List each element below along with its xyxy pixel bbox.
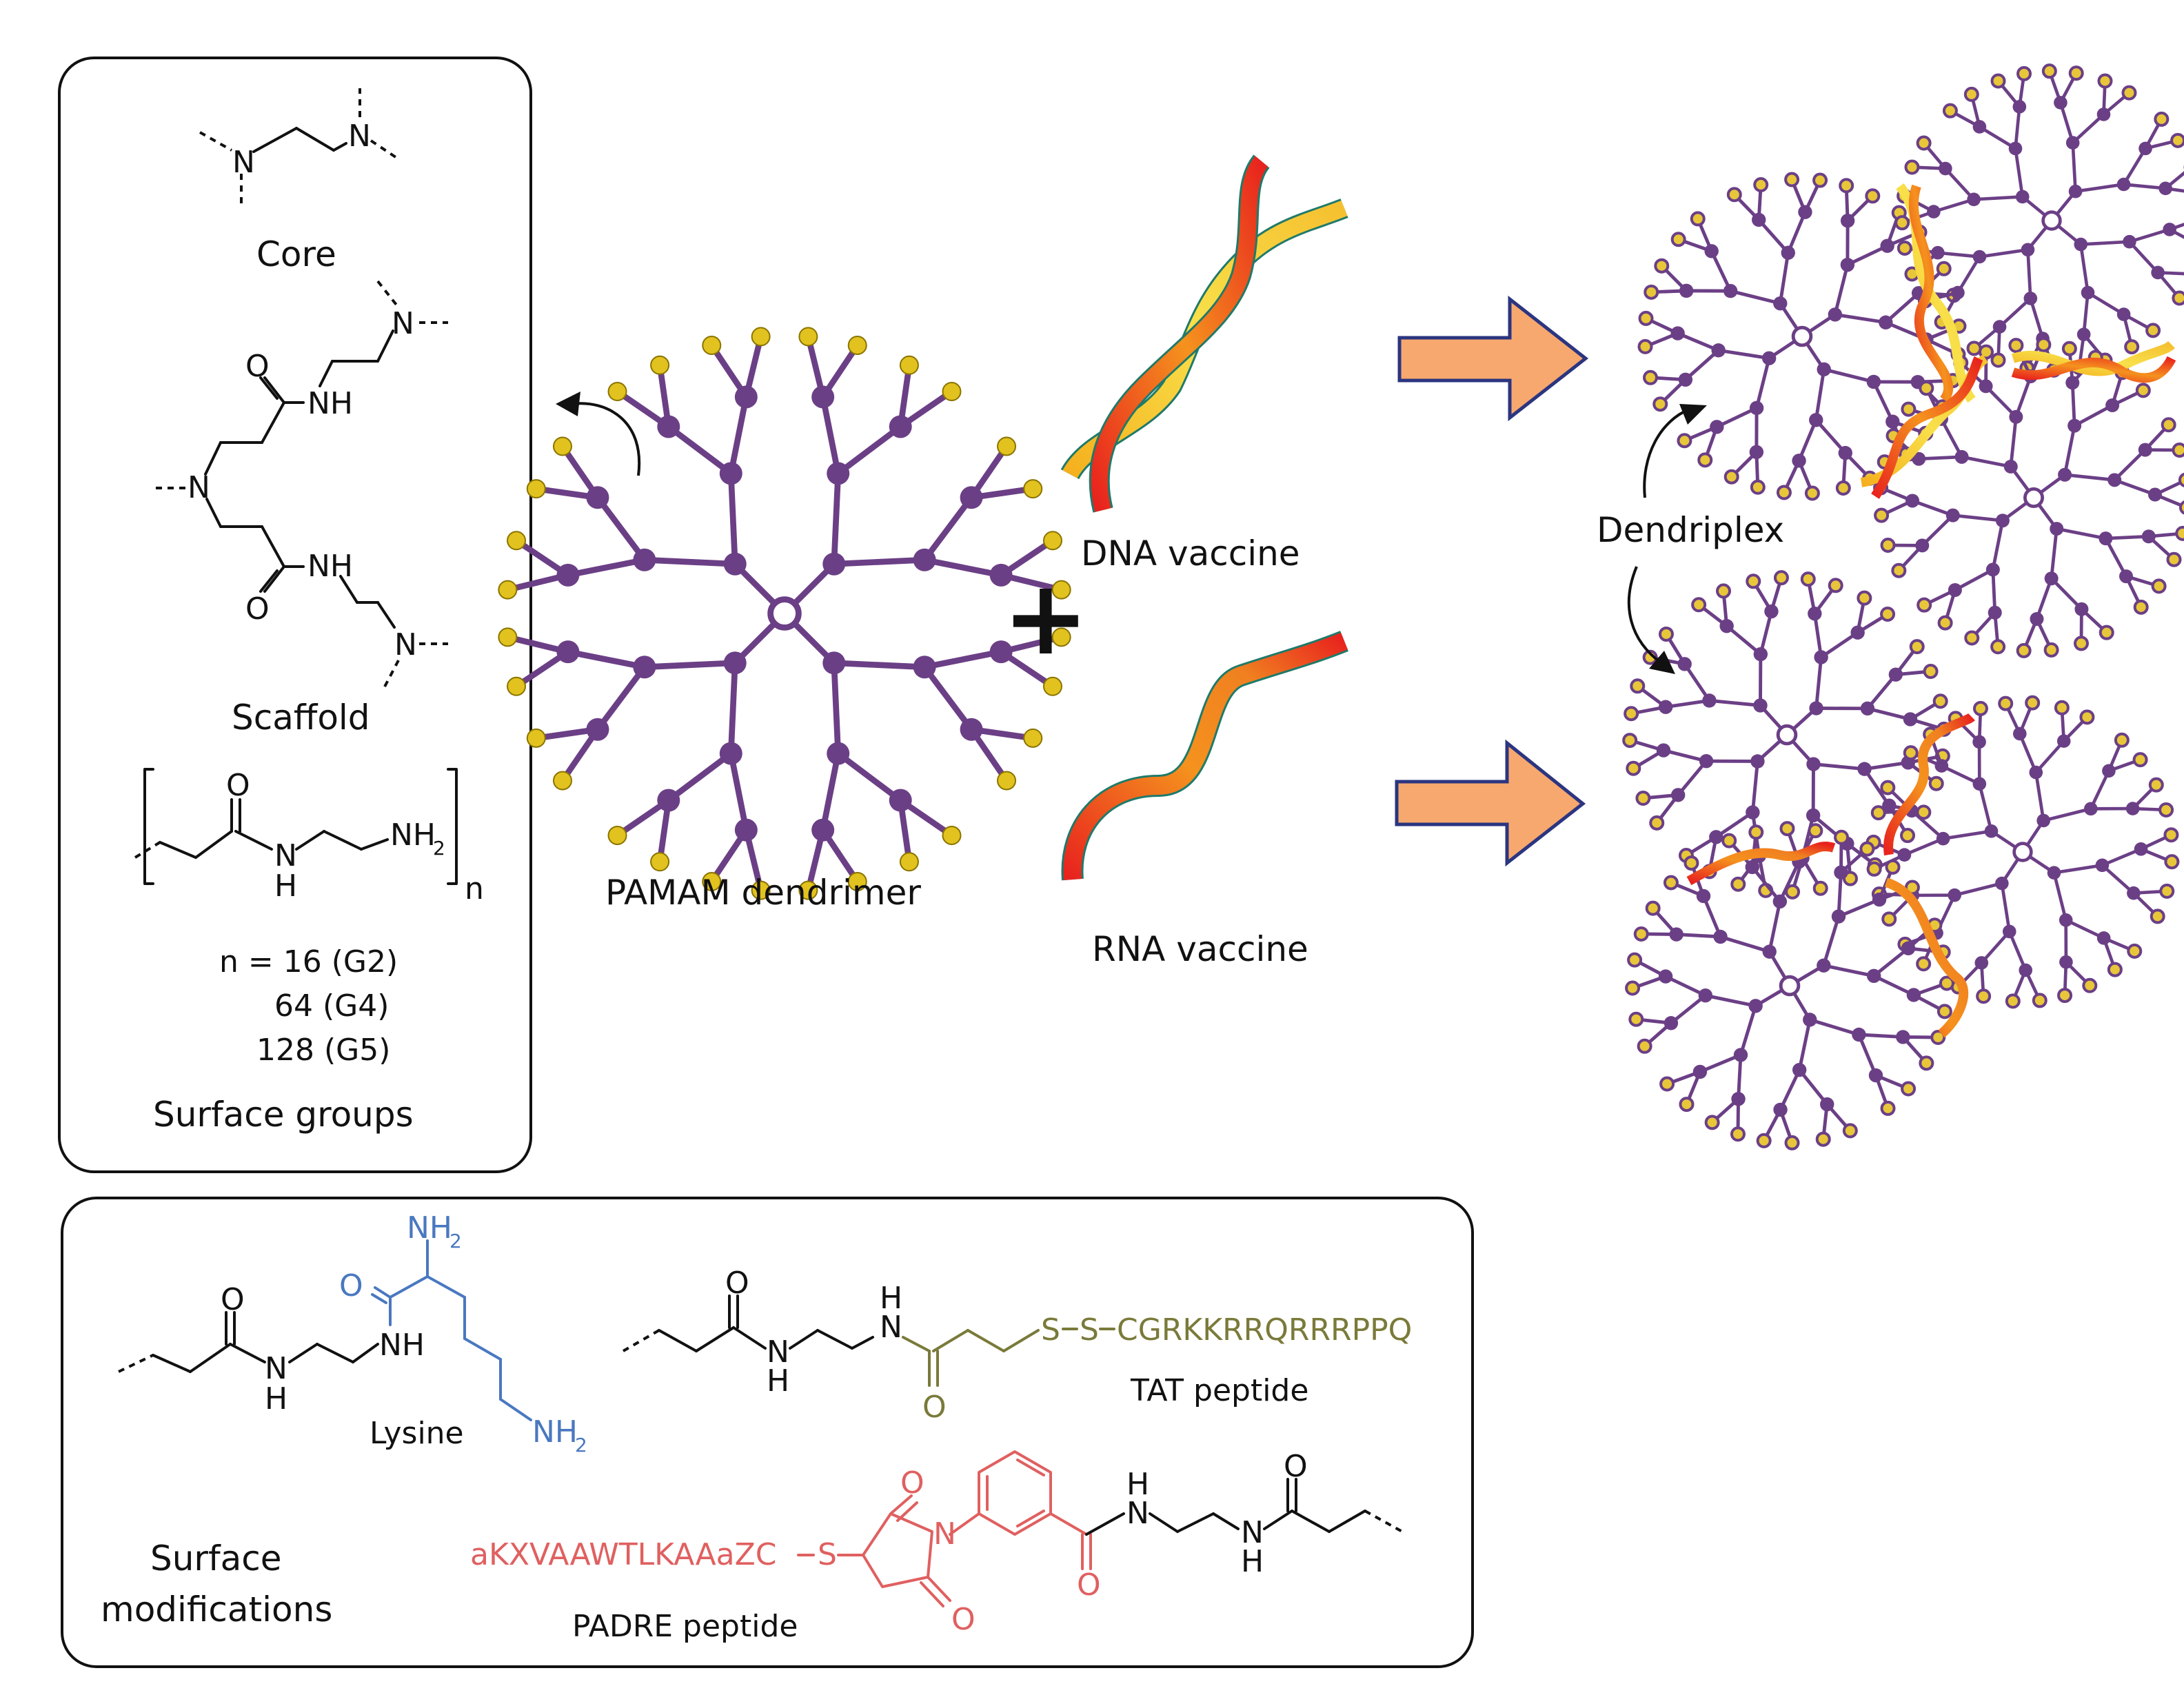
rna-strand [1073,641,1344,880]
dna-helix [1070,161,1344,510]
pamam-label: PAMAM dendrimer [605,873,921,913]
generation-line-3: 128 (G5) [256,1033,390,1068]
surface-modifications-label-1: Surface [150,1539,281,1578]
surface-nh2: NH [390,818,436,853]
scaffold-nh-bottom: NH [307,549,353,584]
padre-o-amide: O [1077,1567,1101,1603]
core-n-left: N [232,145,255,180]
dendriplex-dna-dendrimer-3 [1874,338,2184,657]
core-n-right: N [348,119,371,154]
surface-modifications-label-2: modifications [101,1590,332,1629]
tat-h-2: H [880,1281,902,1316]
padre-n: N [933,1516,956,1552]
scaffold-label: Scaffold [232,698,370,738]
lysine-nh2-top: NH [407,1210,452,1246]
dendriplex-dna-dendrimer-2 [1896,65,2184,376]
arrow-to-structure [556,392,639,476]
padre-label: PADRE peptide [572,1609,798,1644]
lysine-label: Lysine [370,1416,464,1451]
dendriplex-rna-dendrimer-3 [1626,822,1953,1149]
generation-line-2: 64 (G4) [274,988,389,1024]
plus-sign: + [1002,558,1089,678]
tat-sequence: CGRKKRRQRRRPPQ [1117,1312,1412,1348]
core-label: Core [256,234,336,274]
scaffold-n-top: N [392,306,414,341]
lysine-nh2-top-sub: 2 [449,1230,462,1252]
surface-groups-label: Surface groups [153,1095,414,1135]
arrow-dna-to-dendriplex [1399,299,1586,418]
lysine-modification: O N H NH O NH 2 NH 2 [119,1210,587,1456]
scaffold-o-top: O [245,349,270,384]
padre-h-2: H [1241,1544,1264,1579]
pamam-dendrimer-drawing [498,327,1070,899]
lysine-nh2-bottom-sub: 2 [575,1434,587,1456]
scaffold-o-bottom: O [245,591,270,627]
lysine-nh: NH [379,1328,425,1363]
tat-h-1: H [767,1363,789,1399]
scaffold-structure: N NH O N NH O N [156,281,448,689]
lysine-o-black: O [221,1282,245,1317]
tat-o-black: O [725,1266,749,1301]
scaffold-n-bottom: N [394,627,417,662]
lysine-h: H [265,1381,287,1416]
padre-sequence: aKXVAAWTLKAAaZC [470,1537,777,1572]
padre-s: S [818,1537,837,1572]
pamam-dendrimer [498,327,1070,899]
tat-label: TAT peptide [1130,1373,1308,1408]
lysine-nh2-bottom: NH [532,1414,578,1450]
surface-nh2-subscript: 2 [433,837,445,860]
dendriplex-label: Dendriplex [1597,510,1784,550]
lysine-o-blue: O [339,1268,363,1303]
padre-o-bottom: O [951,1602,975,1637]
surface-h: H [274,869,297,904]
surface-group-structure: O N H NH 2 n [135,768,484,906]
surface-n-repeat: n [465,871,484,906]
dendriplex-rna-dendrimer-2 [1868,697,2178,1008]
generation-line-1: n = 16 (G2) [219,944,398,979]
arrow-rna-to-dendriplex [1397,743,1583,863]
rna-vaccine-label: RNA vaccine [1092,929,1308,969]
padre-o-top: O [900,1465,924,1501]
padre-h-1: H [1126,1467,1149,1502]
tat-s-1: S [1041,1312,1060,1348]
tat-s-2: S [1080,1312,1099,1348]
dendriplex-complexes [1624,65,2184,1149]
dendriplex-arrow-up [1644,404,1707,498]
dna-vaccine-label: DNA vaccine [1081,534,1300,573]
core-structure: N N [200,88,396,205]
scaffold-nh-top: NH [307,386,353,421]
surface-o: O [226,768,250,803]
padre-o-black: O [1284,1449,1308,1484]
tat-o-olive: O [922,1390,947,1425]
